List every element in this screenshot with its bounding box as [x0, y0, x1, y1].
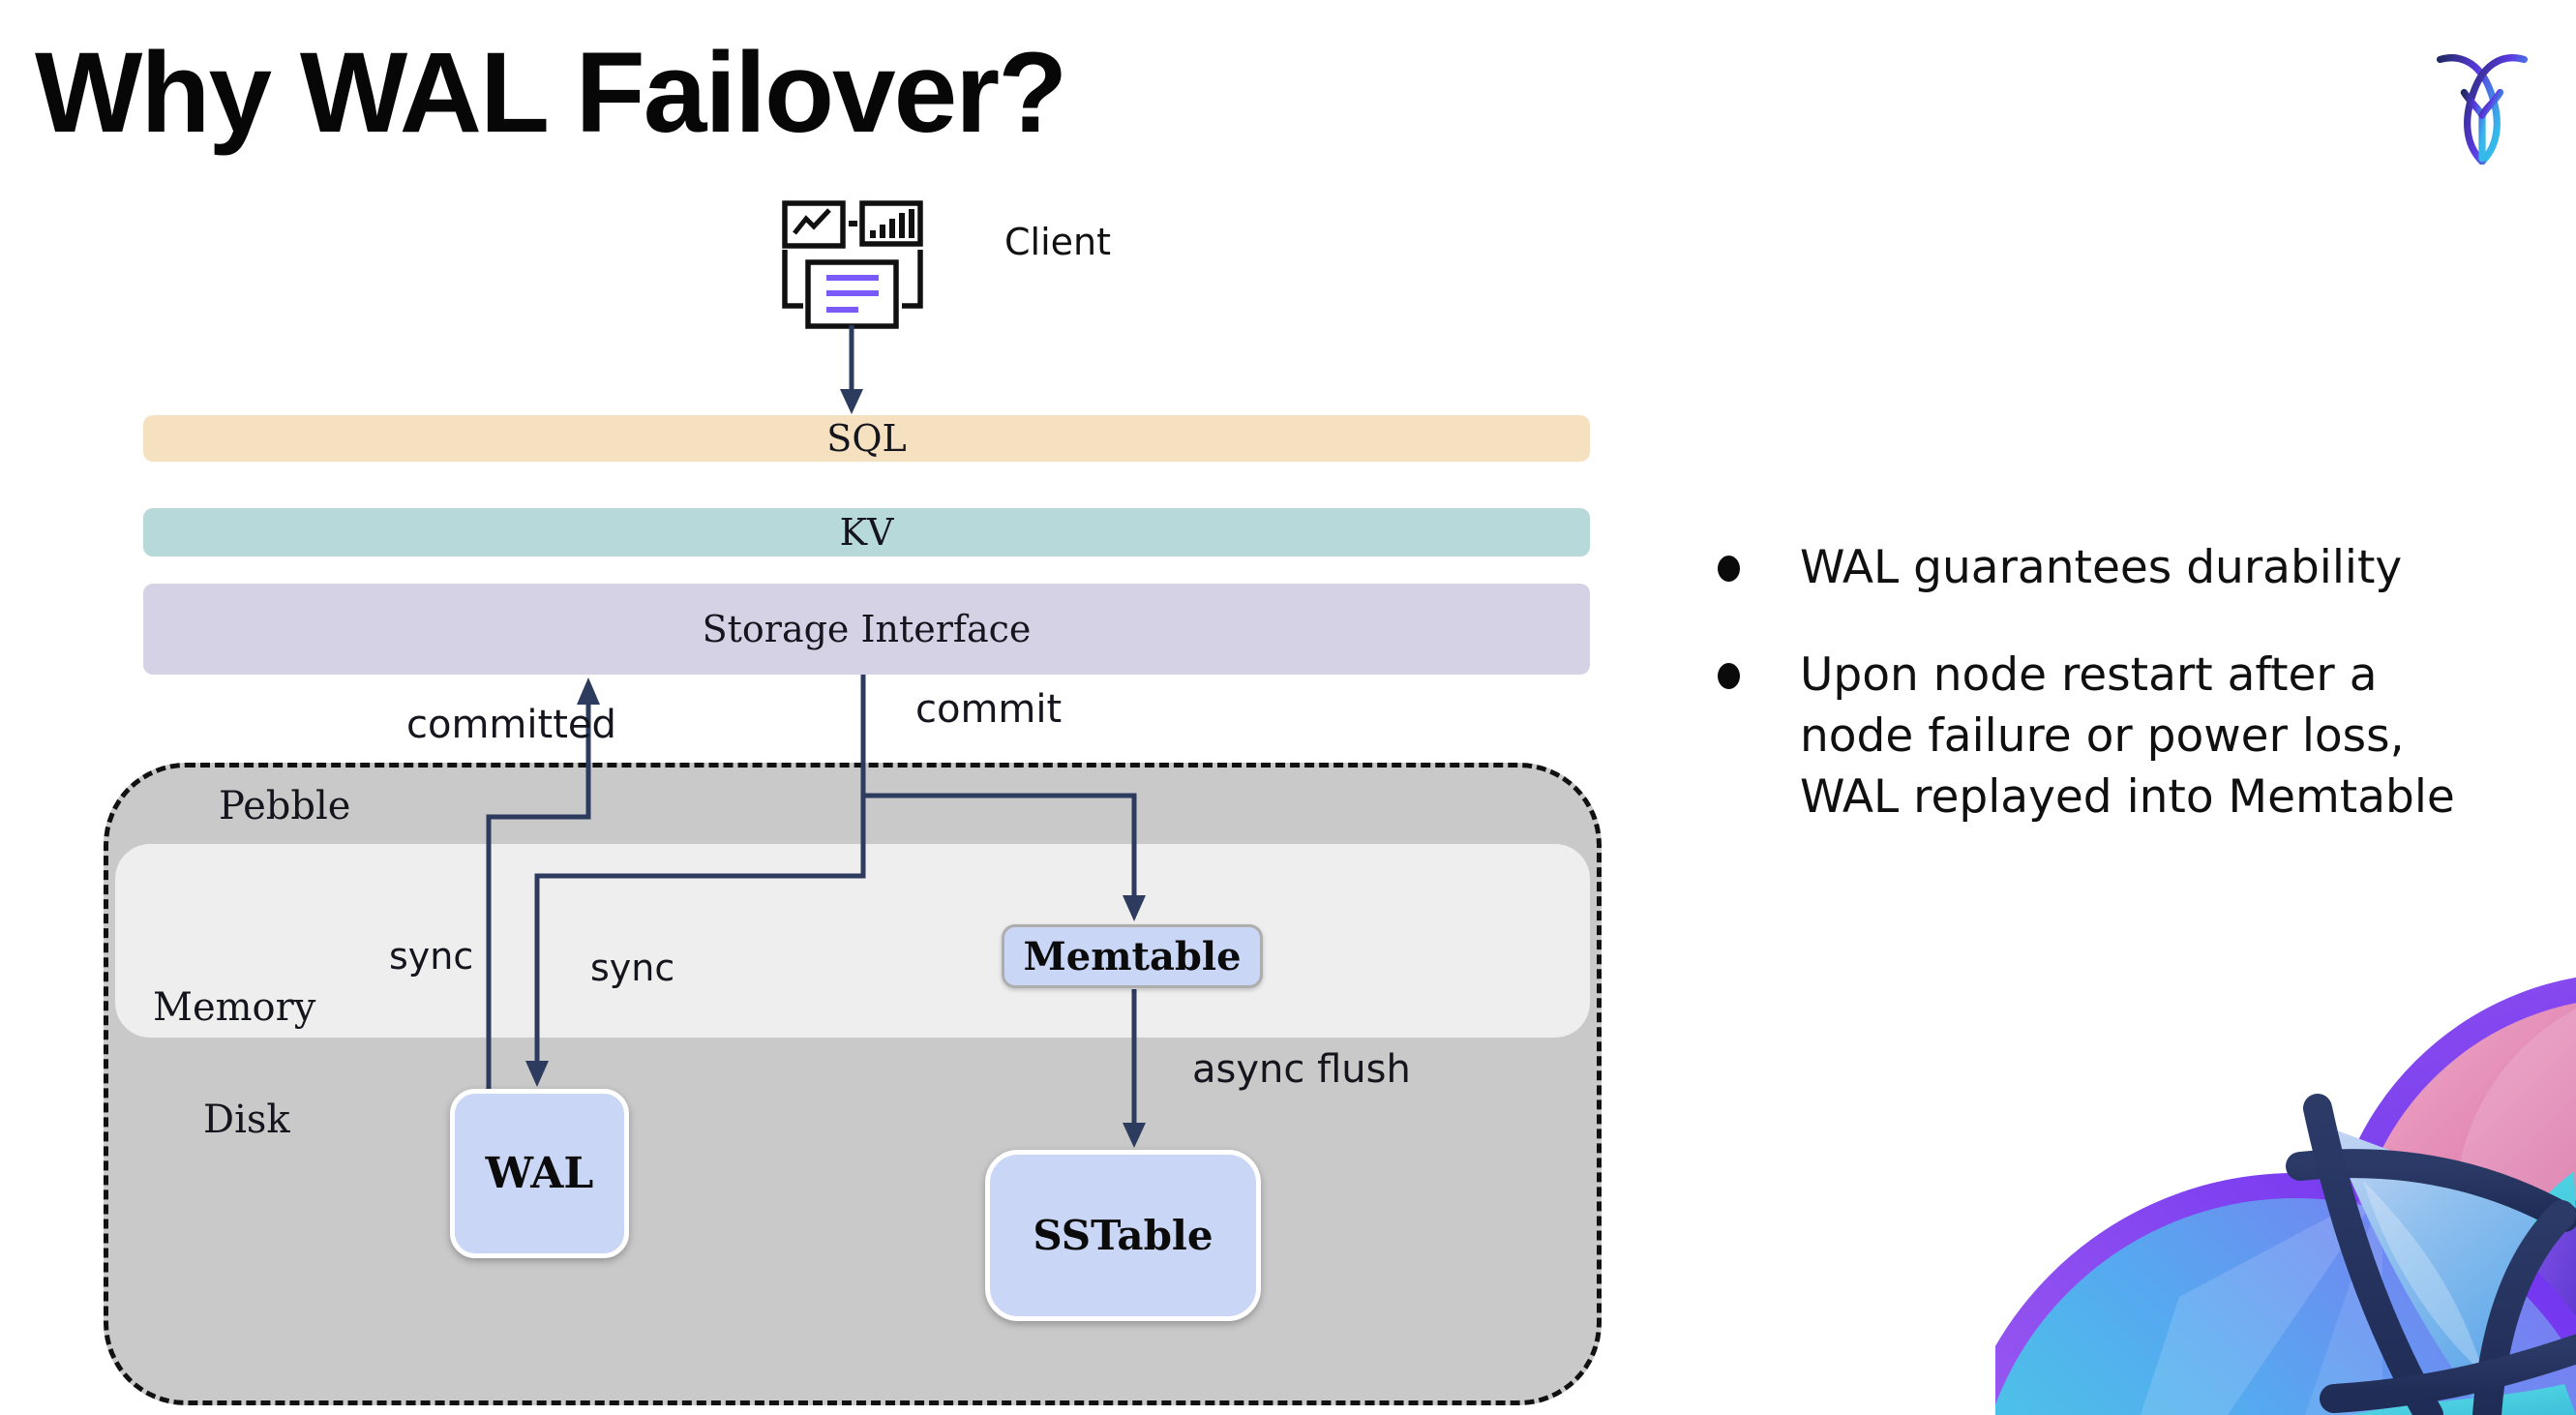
edge-label-committed: committed	[406, 703, 616, 747]
page-title: Why WAL Failover?	[35, 29, 1067, 157]
pebble-label: Pebble	[219, 784, 351, 828]
memtable-node: Memtable	[1002, 924, 1263, 988]
edge-label-sync-right: sync	[590, 947, 675, 989]
bullet-item: Upon node restart after a node failure o…	[1718, 646, 2576, 828]
layer-bar-storage-interface: Storage Interface	[143, 584, 1590, 675]
edge-label-sync-left: sync	[389, 935, 474, 978]
bullet-text: WAL guarantees durability	[1800, 541, 2403, 594]
edge-label-commit: commit	[915, 687, 1063, 732]
bullet-dot-icon	[1718, 662, 1740, 689]
memory-band	[115, 844, 1590, 1038]
layer-bar-kv: KV	[143, 508, 1590, 557]
wal-label: WAL	[485, 1149, 594, 1198]
sstable-label: SSTable	[1033, 1212, 1213, 1259]
disk-label: Disk	[203, 1098, 290, 1142]
wal-node: WAL	[450, 1089, 629, 1258]
bullet-item: WAL guarantees durability	[1718, 538, 2576, 599]
sstable-node: SSTable	[985, 1150, 1261, 1321]
layer-bar-sql: SQL	[143, 415, 1590, 462]
bullet-text: Upon node restart after a node failure o…	[1800, 647, 2455, 824]
layer-label-storage-interface: Storage Interface	[702, 608, 1032, 650]
memory-label: Memory	[153, 985, 316, 1030]
cockroachdb-logo-icon	[2437, 46, 2528, 165]
client-label: Client	[1004, 221, 1112, 263]
layer-label-sql: SQL	[826, 417, 907, 460]
bullet-dot-icon	[1718, 556, 1740, 582]
client-icon	[779, 197, 926, 333]
bullet-list: WAL guarantees durability Upon node rest…	[1718, 538, 2576, 875]
layer-label-kv: KV	[839, 511, 894, 554]
edge-label-async-flush: async flush	[1192, 1047, 1411, 1092]
memtable-label: Memtable	[1023, 933, 1242, 979]
brand-corner-decoration	[1995, 968, 2576, 1415]
